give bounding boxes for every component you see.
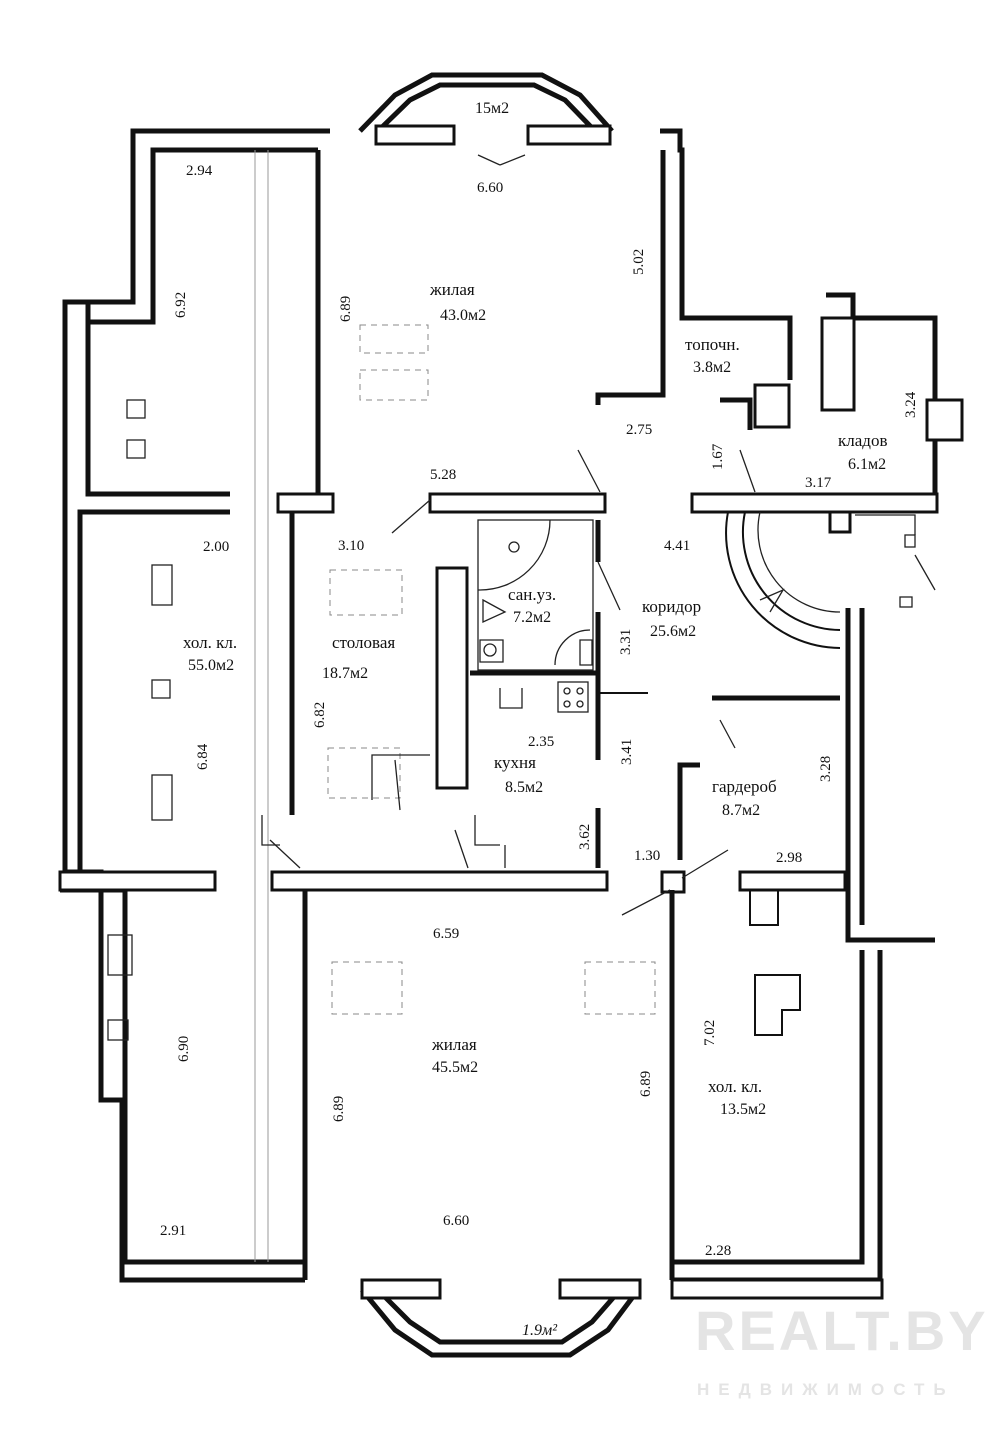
room-furnace-name: топочн.	[685, 335, 740, 354]
dim-label: 6.89	[638, 1071, 654, 1097]
room-kitchen-area: 8.5м2	[505, 779, 543, 796]
wall-corridor-right	[845, 608, 935, 943]
bay-top-jamb-l	[374, 124, 456, 146]
bay-bottom-jamb-r	[558, 1278, 642, 1300]
dimension-labels: 2.94 6.60 5.02 6.92 6.89 2.75 3.24 1.67 …	[160, 163, 919, 1259]
room-living-bottom-area: 45.5м2	[432, 1059, 478, 1076]
mid-wall-c2	[828, 510, 852, 534]
wall-top-right-outer	[660, 128, 793, 380]
dim-label: 2.35	[528, 734, 554, 750]
lower-wall-a	[58, 870, 217, 892]
storage-unit	[820, 316, 856, 412]
room-living-top-area: 43.0м2	[440, 307, 486, 324]
wall-wardrobe-left	[677, 762, 700, 860]
dim-label: 7.02	[702, 1020, 718, 1046]
room-corridor-area: 25.6м2	[650, 623, 696, 640]
dim-label: 2.98	[776, 850, 802, 866]
dim-label: 3.62	[577, 824, 593, 850]
dim-label: 6.89	[331, 1096, 347, 1122]
dim-label: 6.89	[338, 296, 354, 322]
mid-wall-b	[428, 492, 607, 514]
bottom-wall-right	[670, 1278, 884, 1300]
room-labels: 15м2 жилая 43.0м2 топочн. 3.8м2 кладов 6…	[183, 100, 887, 1339]
room-furnace-area: 3.8м2	[693, 359, 731, 376]
wall-right-bottom	[672, 950, 883, 1283]
room-kitchen-name: кухня	[494, 753, 536, 772]
watermark-tagline: НЕДВИЖИМОСТЬ	[697, 1380, 955, 1399]
room-living-bottom-name: жилая	[431, 1035, 477, 1054]
dim-label: 2.00	[203, 539, 229, 555]
walls	[58, 72, 964, 1358]
room-living-top-name: жилая	[429, 280, 475, 299]
room-cold-left-area: 55.0м2	[188, 657, 234, 674]
dim-label: 5.02	[631, 249, 647, 275]
mid-wall-a	[276, 492, 335, 514]
room-wardrobe-area: 8.7м2	[722, 802, 760, 819]
bay-top-area: 15м2	[475, 100, 509, 117]
dim-label: 6.90	[176, 1036, 192, 1062]
dim-label: 6.82	[312, 702, 328, 728]
dim-label: 3.10	[338, 538, 364, 554]
room-cold-left-name: хол. кл.	[183, 633, 237, 652]
wall-furnace-top	[720, 397, 753, 430]
bay-window-top	[358, 72, 614, 133]
dim-label: 3.31	[618, 629, 634, 655]
room-storage-area: 6.1м2	[848, 456, 886, 473]
dim-label: 3.28	[818, 756, 834, 782]
dim-label: 3.41	[619, 739, 635, 765]
column	[660, 870, 686, 894]
room-bathroom-name: сан.уз.	[508, 585, 556, 604]
room-wardrobe-name: гардероб	[712, 777, 777, 796]
bay-top-jamb-r	[526, 124, 612, 146]
dim-label: 2.91	[160, 1223, 186, 1239]
bathroom-box	[477, 519, 594, 671]
room-corridor-name: коридор	[642, 597, 701, 616]
dim-label: 4.41	[664, 538, 690, 554]
kitchen-partition	[435, 566, 469, 790]
lower-wall-c	[738, 870, 847, 892]
room-dining-name: столовая	[332, 633, 395, 652]
bay-window-bottom	[360, 1288, 640, 1358]
dim-label: 6.84	[195, 743, 211, 770]
dim-label: 6.92	[173, 292, 189, 318]
room-bathroom-area: 7.2м2	[513, 609, 551, 626]
dim-label: 3.24	[903, 391, 919, 418]
room-dining-area: 18.7м2	[322, 665, 368, 682]
wall-top-right-inner	[595, 150, 666, 405]
bay-bottom-area: 1.9м²	[522, 1322, 558, 1339]
dim-label: 1.30	[634, 848, 660, 864]
dim-label: 2.75	[626, 422, 652, 438]
lower-wall-b	[270, 870, 609, 892]
inner-wall-left-mid	[77, 509, 230, 872]
room-storage-name: кладов	[838, 431, 887, 450]
dim-label: 6.60	[477, 180, 503, 196]
fixtures	[107, 150, 936, 1262]
bay-bottom-jamb-l	[360, 1278, 442, 1300]
dim-label: 5.28	[430, 467, 456, 483]
room-cold-right-area: 13.5м2	[720, 1101, 766, 1118]
dim-label: 2.28	[705, 1243, 731, 1259]
storage-box	[925, 398, 964, 442]
dim-label: 6.60	[443, 1213, 469, 1229]
inner-wall-left-top	[85, 147, 318, 497]
watermark: REALT.BY НЕДВИЖИМОСТЬ	[695, 1299, 989, 1399]
dim-label: 1.67	[710, 443, 726, 470]
mid-wall-c	[690, 492, 939, 514]
dim-label: 3.17	[805, 475, 832, 491]
watermark-brand: REALT.BY	[695, 1299, 989, 1362]
chimney	[753, 383, 791, 429]
room-cold-right-name: хол. кл.	[708, 1077, 762, 1096]
dim-label: 6.59	[433, 926, 459, 942]
dim-label: 2.94	[186, 163, 213, 179]
